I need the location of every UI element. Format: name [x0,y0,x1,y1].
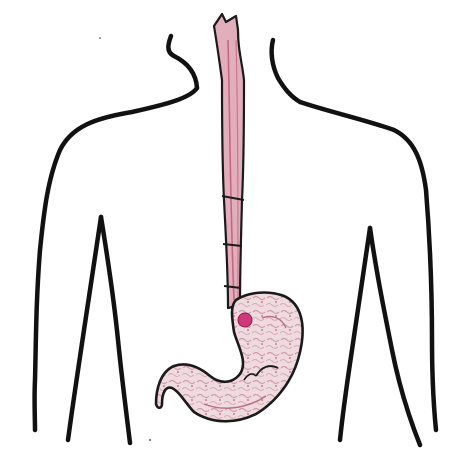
left-torso-side-line [101,217,130,443]
right-inner-arm-line [370,228,420,445]
left-inner-arm-line [68,217,101,440]
right-neck-line [272,40,300,102]
stray-mark-2 [149,439,151,441]
torso-outline-right [272,40,436,445]
left-neck-line [168,36,197,88]
sphincter-dot [238,313,252,327]
stomach [156,293,303,422]
right-shoulder-arm-line [300,102,436,430]
stomach-organ [156,293,303,422]
esophagus [214,14,244,308]
stray-mark-1 [99,37,101,39]
right-torso-side-line [340,228,370,440]
